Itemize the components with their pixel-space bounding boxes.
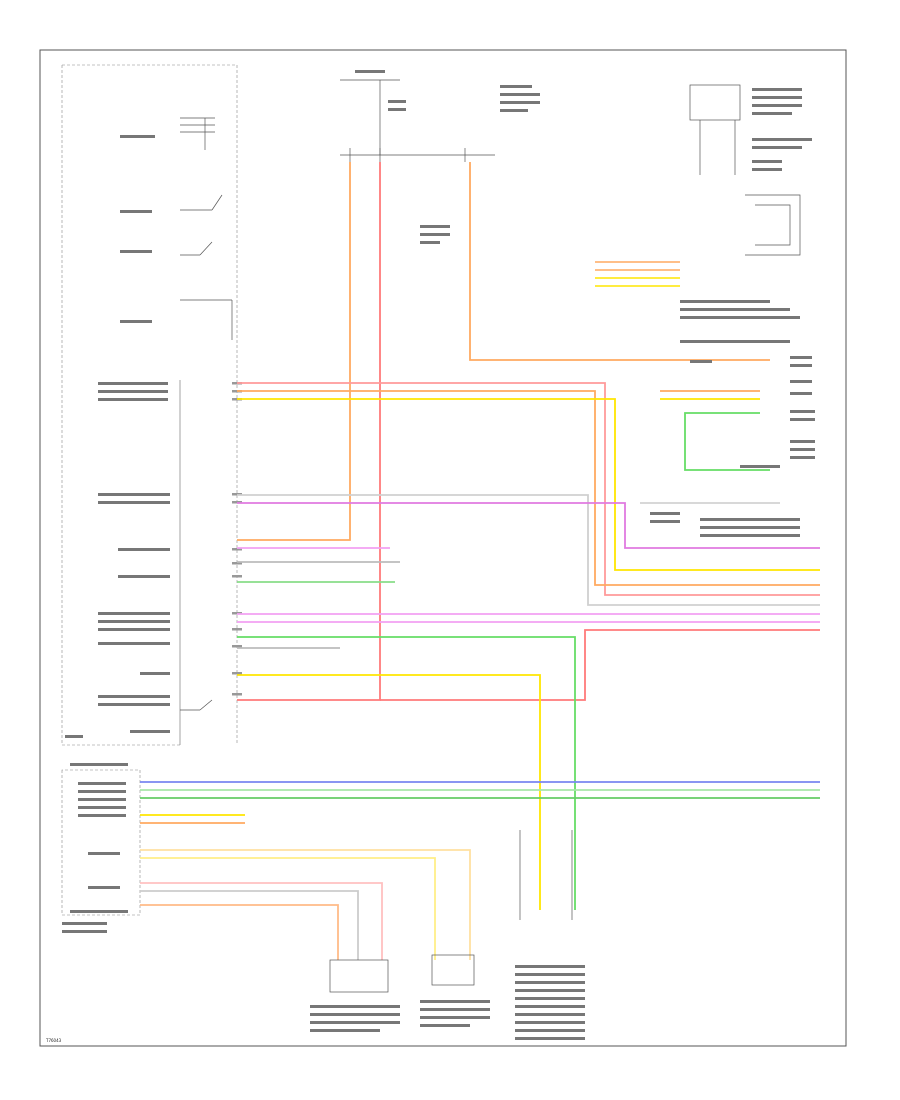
ecm-module-upper bbox=[61, 64, 238, 746]
bottom-components bbox=[329, 830, 573, 993]
bottom-labels bbox=[310, 965, 585, 1040]
fuse-block bbox=[340, 79, 495, 162]
wire-gray-1 bbox=[237, 494, 820, 606]
wire-legend bbox=[595, 261, 680, 287]
ecm-left-labels bbox=[62, 135, 170, 933]
transmission-sensor-labels bbox=[680, 88, 812, 343]
ecm-internal-switches bbox=[180, 117, 233, 711]
wire-orange-6 bbox=[140, 904, 339, 960]
fuse-labels bbox=[355, 70, 540, 244]
ecm-module-lower bbox=[61, 769, 141, 916]
right-terminal-labels bbox=[650, 356, 815, 537]
wire-orange-1 bbox=[237, 162, 351, 541]
diagram-frame bbox=[39, 49, 847, 1047]
wire-green-1 bbox=[684, 412, 770, 471]
wire-yellow-5 bbox=[140, 849, 471, 960]
wire-yellow-1 bbox=[237, 398, 820, 571]
wire-yellow-3 bbox=[237, 674, 541, 910]
wire-orange-3 bbox=[237, 390, 820, 586]
wire-orange-2 bbox=[469, 162, 770, 361]
transmission-sensor bbox=[689, 84, 801, 256]
wire-red-2 bbox=[380, 629, 820, 701]
wire-purple-1 bbox=[237, 502, 820, 549]
wire-yellow-6 bbox=[140, 857, 436, 960]
wire-red-1 bbox=[237, 162, 381, 701]
figure-code: T76043 bbox=[45, 1038, 62, 1043]
wire-pink-1 bbox=[237, 382, 820, 596]
wire-gray-5 bbox=[140, 890, 359, 960]
wire-pink-5 bbox=[140, 882, 383, 960]
wire-green-3 bbox=[237, 636, 576, 910]
